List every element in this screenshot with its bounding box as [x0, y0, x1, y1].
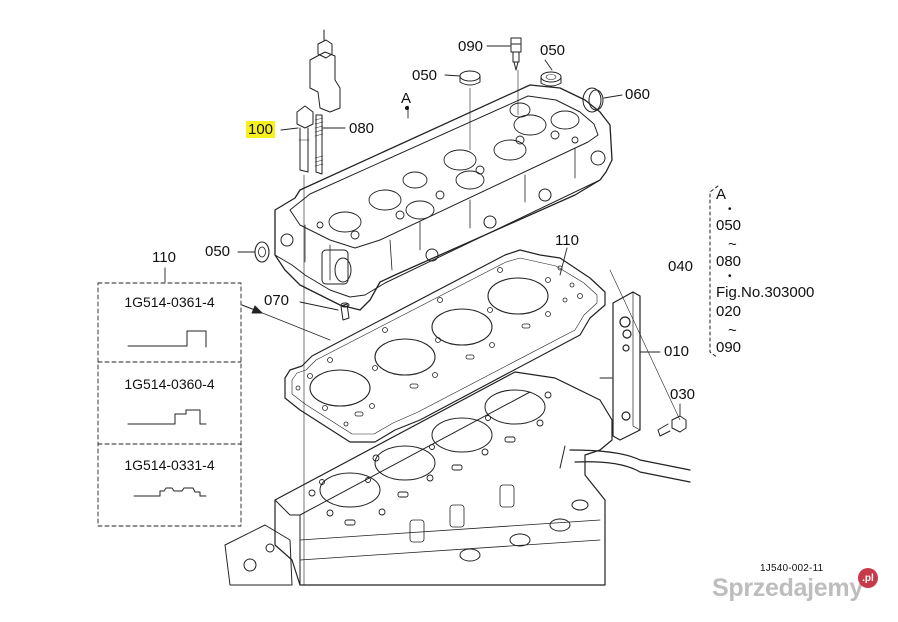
- top-fitting: [309, 29, 341, 113]
- plug-070: [340, 302, 350, 321]
- callout-050-left: 050: [205, 243, 231, 260]
- callout-040: 040: [668, 258, 694, 275]
- gasket-option-1-part-number: 1G514-0361-4: [124, 294, 215, 310]
- engine-block: [224, 371, 691, 586]
- fig-reference-item: •: [728, 204, 732, 215]
- fig-reference-item: •: [728, 271, 732, 282]
- callout-110-left: 110: [152, 249, 176, 266]
- fig-reference-item: 050: [716, 217, 742, 234]
- gasket-profile-sketches: [127, 330, 207, 497]
- gasket-options-box: [97, 282, 242, 527]
- fig-reference-item: 020: [716, 303, 742, 320]
- plate-010: [612, 291, 641, 441]
- fig-reference-item: 080: [716, 253, 742, 270]
- fig-reference-item: Fig.No.303000: [716, 284, 815, 301]
- fig-reference-item: ~: [728, 322, 737, 339]
- gasket-option-2-part-number: 1G514-0360-4: [124, 376, 215, 392]
- cap-060: [582, 87, 604, 113]
- callout-010: 010: [664, 343, 690, 360]
- figure-code: 1J540-002-11: [760, 563, 824, 574]
- head-bolt: [296, 105, 314, 173]
- callout-090: 090: [458, 38, 484, 55]
- watermark-text: Sprzedajemy: [712, 574, 863, 602]
- callout-A: A: [401, 90, 412, 107]
- callout-A-dot: [405, 106, 409, 110]
- watermark-badge: .pl: [858, 568, 878, 588]
- head-stud: [314, 114, 324, 175]
- fitting-090: [510, 37, 522, 71]
- callout-060: 060: [625, 86, 651, 103]
- callout-080: 080: [349, 120, 375, 137]
- fig-reference-item: ~: [728, 236, 737, 253]
- callout-050-top-right: 050: [540, 42, 566, 59]
- cylinder-head: [254, 84, 613, 311]
- head-gasket: [284, 249, 606, 443]
- fig-reference-item: A: [716, 186, 727, 203]
- gasket-option-3-part-number: 1G514-0331-4: [124, 457, 215, 473]
- bolt-030: [657, 415, 687, 437]
- plug-caps: [459, 70, 562, 87]
- fig-reference-item: 090: [716, 339, 742, 356]
- leader-lines: [164, 45, 681, 586]
- callout-070: 070: [264, 292, 290, 309]
- callout-050-top-mid: 050: [412, 67, 438, 84]
- callout-030: 030: [670, 386, 696, 403]
- fig-reference-bracket: [709, 185, 719, 359]
- callout-110-mid: 110: [555, 232, 579, 249]
- callout-100-highlighted: 100: [246, 121, 276, 138]
